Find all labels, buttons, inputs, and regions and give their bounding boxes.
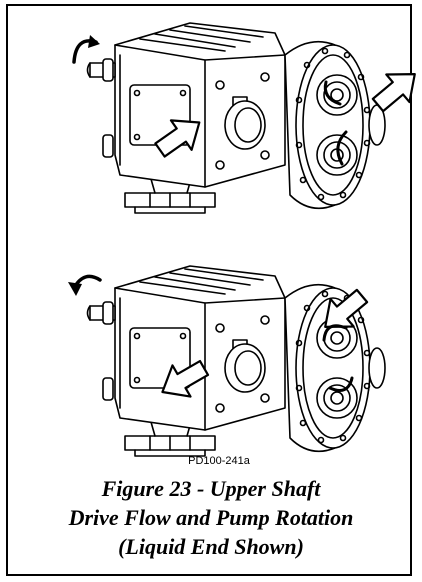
bottom-rotor-upper-rotation-icon: [322, 324, 348, 342]
bottom-pump-view: [86, 265, 386, 457]
bottom-rotor-lower-rotation-icon: [328, 376, 354, 392]
part-number: PD100-241a: [188, 455, 250, 467]
figure-caption: Figure 23 - Upper Shaft Drive Flow and P…: [0, 474, 422, 561]
top-rotor-upper-rotation-icon: [323, 80, 342, 106]
caption-line-3: (Liquid End Shown): [118, 534, 304, 559]
caption-line-2: Drive Flow and Pump Rotation: [68, 505, 354, 530]
caption-line-1: Figure 23 - Upper Shaft: [101, 476, 321, 501]
top-rotor-lower-rotation-icon: [336, 130, 348, 166]
top-pump-view: [86, 22, 386, 214]
